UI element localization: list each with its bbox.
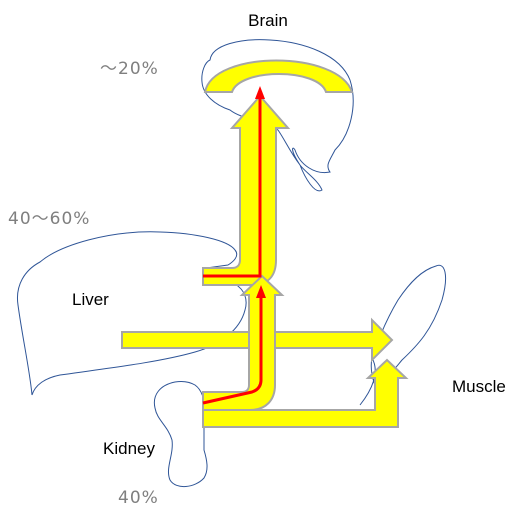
red-arrowhead-brain — [255, 86, 265, 99]
brain-percentage: ～20% — [100, 59, 159, 79]
brain-label: Brain — [248, 11, 288, 30]
kidney-outline — [154, 381, 207, 486]
liver-outline — [17, 232, 246, 395]
kidney-percentage: 40% — [118, 488, 159, 508]
kidney-label: Kidney — [103, 439, 155, 458]
liver-label: Liver — [72, 290, 109, 309]
liver-to-brain-arrow — [203, 96, 288, 285]
liver-percentage: 40～60% — [8, 209, 90, 229]
muscle-label: Muscle — [452, 377, 506, 396]
brain-uptake-arc — [205, 61, 352, 93]
